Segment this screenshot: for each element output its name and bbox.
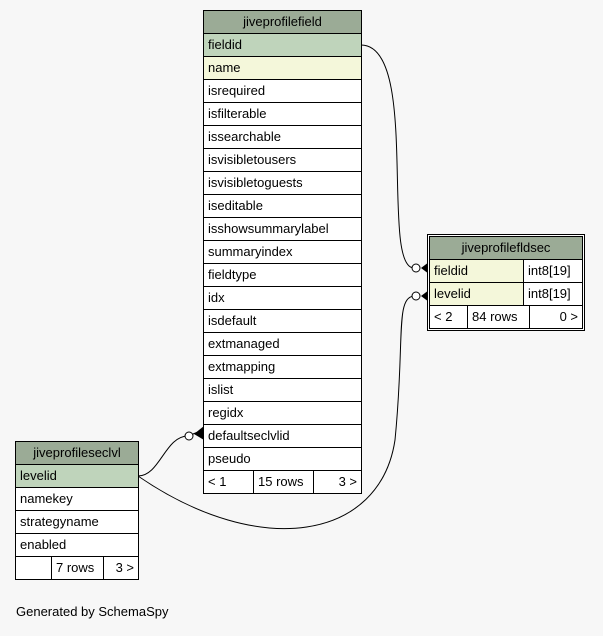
- column-name: fieldid: [430, 260, 524, 282]
- table-footer: < 2 84 rows 0 >: [430, 306, 582, 328]
- column-row-isshowsummarylabel[interactable]: isshowsummarylabel: [204, 218, 361, 241]
- column-row-isvisibletousers[interactable]: isvisibletousers: [204, 149, 361, 172]
- column-row-extmanaged[interactable]: extmanaged: [204, 333, 361, 356]
- column-row-strategyname[interactable]: strategyname: [16, 511, 138, 534]
- column-row-extmapping[interactable]: extmapping: [204, 356, 361, 379]
- column-row-isrequired[interactable]: isrequired: [204, 80, 361, 103]
- row-count: 15 rows: [254, 471, 314, 493]
- table-footer: 7 rows 3 >: [16, 557, 138, 579]
- children-link[interactable]: 3 >: [338, 474, 357, 489]
- table-footer: < 1 15 rows 3 >: [204, 471, 361, 493]
- link-end-levelid: [411, 291, 421, 301]
- column-row-summaryindex[interactable]: summaryindex: [204, 241, 361, 264]
- column-type: int8[19]: [524, 260, 582, 282]
- caption: Generated by SchemaSpy: [16, 604, 169, 619]
- link-levelid-fldsec: [137, 295, 415, 529]
- column-row-namekey[interactable]: namekey: [16, 488, 138, 511]
- column-row-enabled[interactable]: enabled: [16, 534, 138, 557]
- column-row-isfilterable[interactable]: isfilterable: [204, 103, 361, 126]
- column-row-idx[interactable]: idx: [204, 287, 361, 310]
- column-type: int8[19]: [524, 283, 582, 305]
- parents-link[interactable]: < 1: [204, 471, 254, 493]
- link-end-fieldid: [411, 263, 421, 273]
- link-end-defaultseclvlid: [184, 431, 194, 441]
- row-count: 7 rows: [52, 557, 104, 579]
- column-row-isdefault[interactable]: isdefault: [204, 310, 361, 333]
- parents-link[interactable]: < 2: [430, 306, 468, 328]
- column-row-islist[interactable]: islist: [204, 379, 361, 402]
- link-fieldid: [360, 44, 415, 269]
- column-row-iseditable[interactable]: iseditable: [204, 195, 361, 218]
- column-row-regidx[interactable]: regidx: [204, 402, 361, 425]
- column-name: levelid: [430, 283, 524, 305]
- column-row-levelid[interactable]: levelid: [16, 465, 138, 488]
- table-title[interactable]: jiveprofileseclvl: [16, 442, 138, 465]
- column-row-issearchable[interactable]: issearchable: [204, 126, 361, 149]
- column-row-fieldid[interactable]: fieldid: [204, 34, 361, 57]
- column-row-pseudo[interactable]: pseudo: [204, 448, 361, 471]
- table-title[interactable]: jiveprofilefldsec: [430, 237, 582, 260]
- column-row-defaultseclvlid[interactable]: defaultseclvlid: [204, 425, 361, 448]
- column-row-isvisibletoguests[interactable]: isvisibletoguests: [204, 172, 361, 195]
- table-title[interactable]: jiveprofilefield: [204, 11, 361, 34]
- column-row-fieldtype[interactable]: fieldtype: [204, 264, 361, 287]
- column-row-name[interactable]: name: [204, 57, 361, 80]
- row-count: 84 rows: [468, 306, 530, 328]
- parents-link[interactable]: [16, 557, 52, 579]
- children-link[interactable]: 0 >: [559, 309, 578, 324]
- children-link[interactable]: 3 >: [115, 560, 134, 575]
